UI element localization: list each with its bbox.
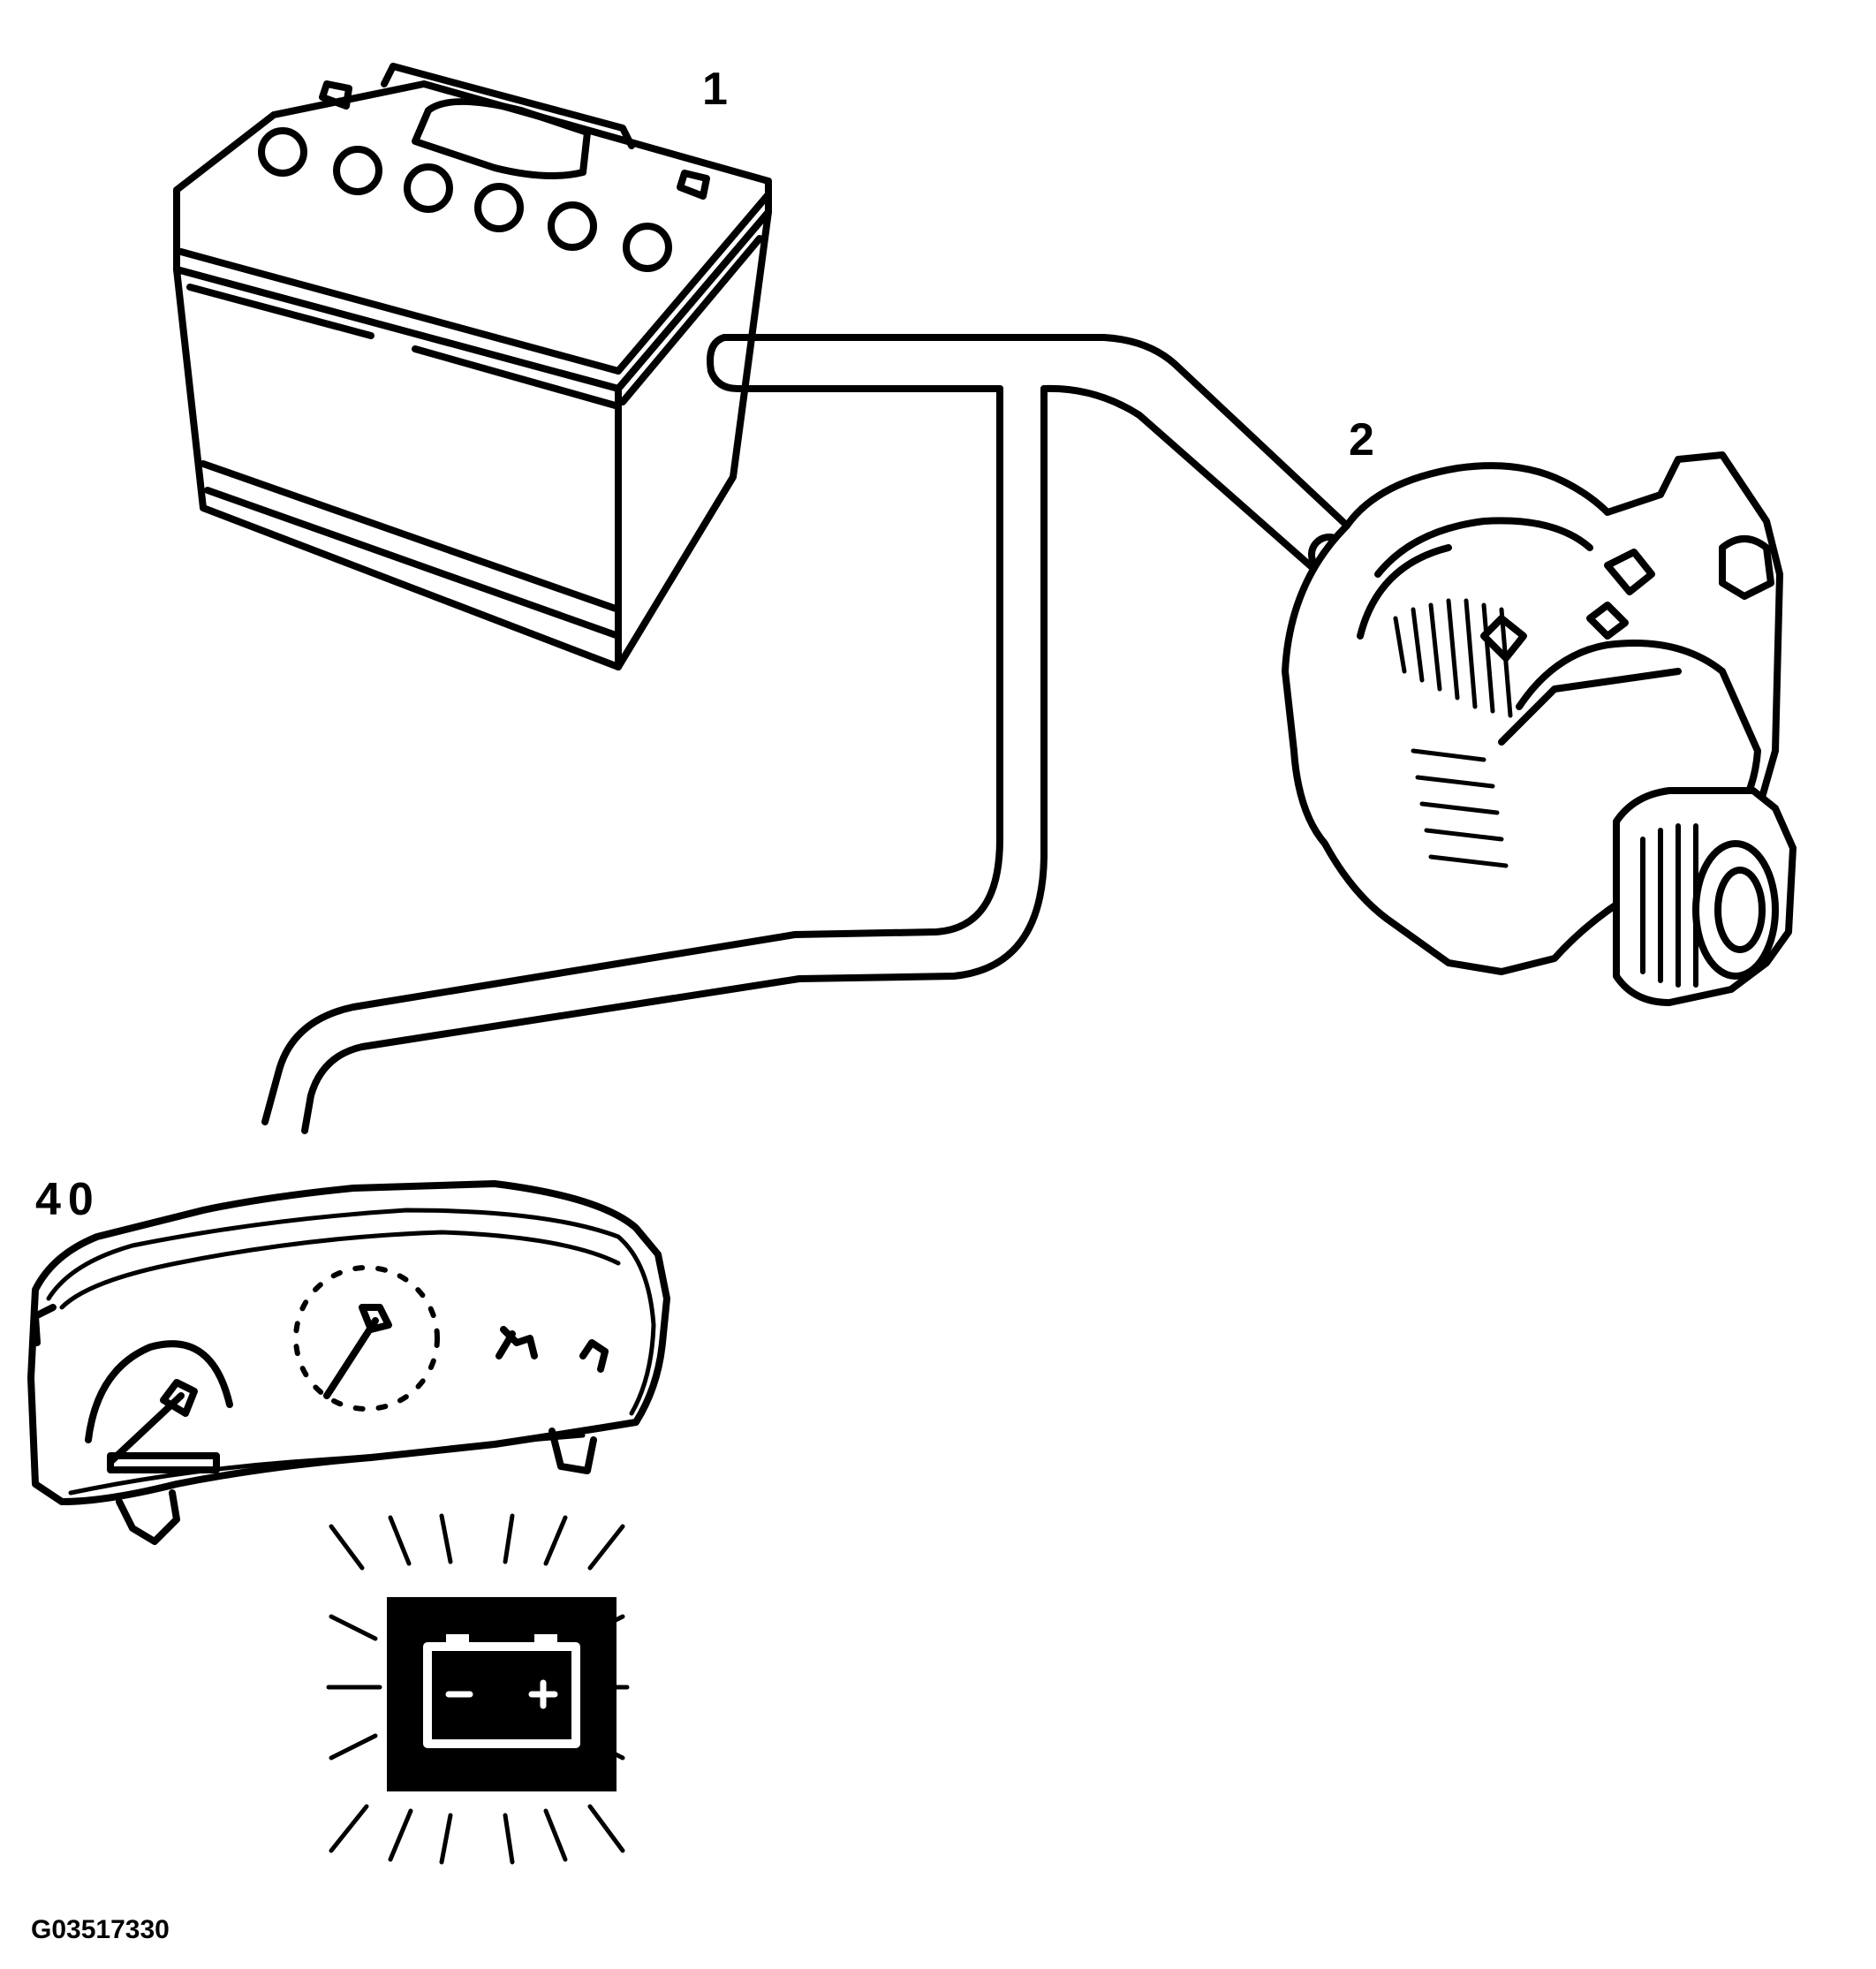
figure-code: G03517330 <box>31 1915 170 1944</box>
instrument-cluster-icon <box>27 1180 670 1545</box>
battery-icon <box>173 63 772 670</box>
harness-trunk <box>721 334 1350 529</box>
callout-battery: 1 <box>702 64 728 115</box>
callout-generator: 2 <box>1349 414 1374 466</box>
harness-branch-cluster <box>261 385 1003 1125</box>
generator-icon <box>1282 451 1797 1006</box>
wiring-harness <box>261 334 1350 1134</box>
callout-cluster: 40 <box>35 1174 101 1225</box>
battery-warning-lamp-icon <box>326 1513 630 1865</box>
